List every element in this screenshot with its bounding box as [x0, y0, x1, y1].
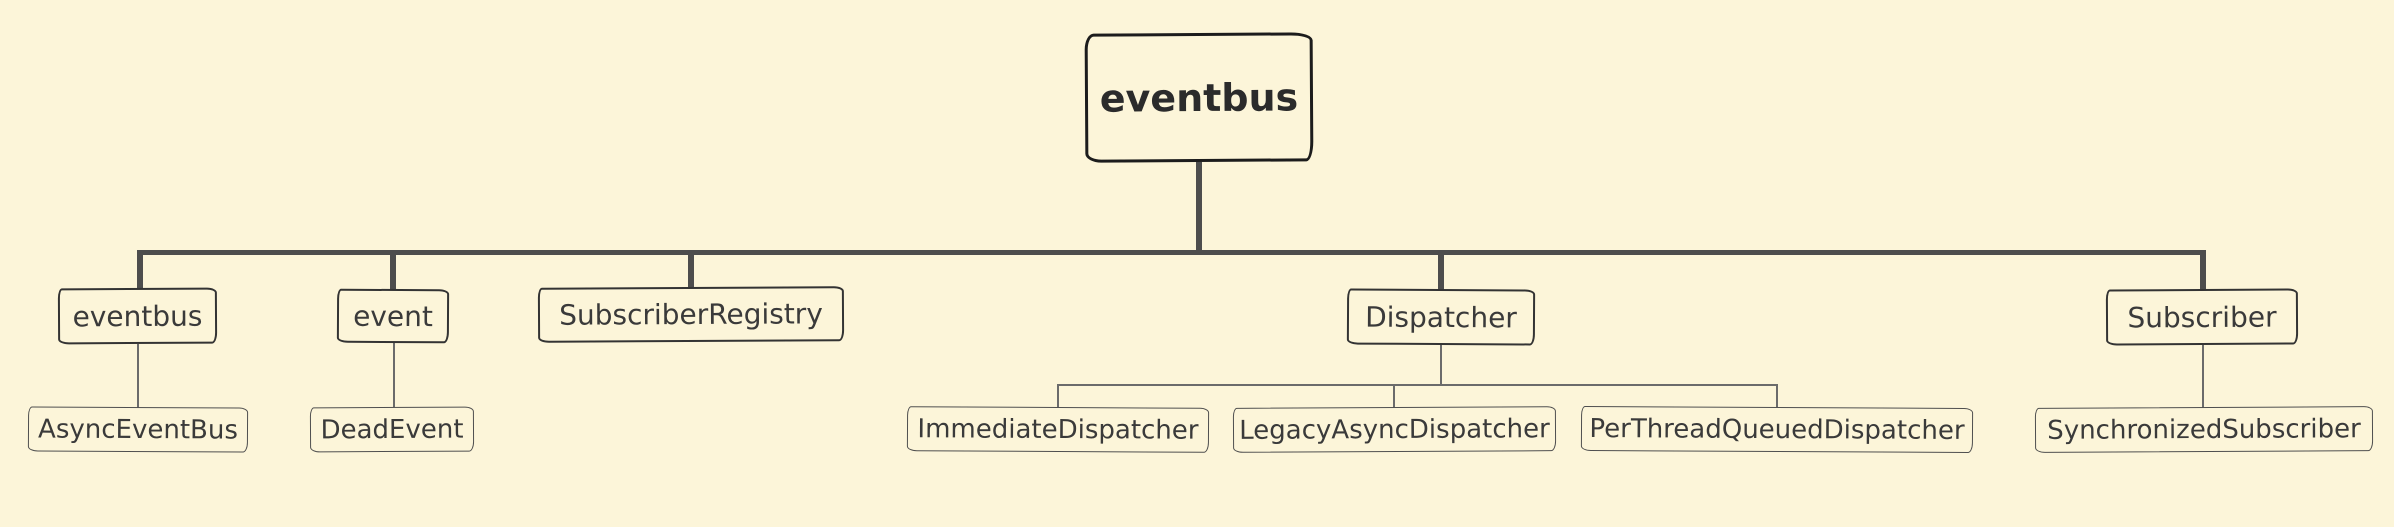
node-subscriber: Subscriber	[2105, 288, 2299, 346]
node-root-eventbus: eventbus	[1084, 32, 1314, 163]
edge-drop-event	[390, 250, 396, 291]
edge-dispatcher-stem	[1440, 345, 1442, 386]
edge-drop-subscriber	[2200, 250, 2206, 291]
node-subscriberregistry: SubscriberRegistry	[537, 286, 845, 343]
node-event: event	[336, 288, 450, 344]
edge-drop-eventbus	[137, 250, 143, 291]
node-legacyasyncdispatcher: LegacyAsyncDispatcher	[1232, 406, 1557, 453]
edge-drop-dispatcher	[1438, 250, 1444, 291]
node-eventbus: eventbus	[57, 287, 218, 345]
node-immediatedispatcher: ImmediateDispatcher	[906, 406, 1210, 453]
node-deadevent: DeadEvent	[309, 406, 475, 453]
edge-level1-bus	[137, 250, 2206, 255]
node-asynceventbus: AsyncEventBus	[27, 406, 249, 453]
edge-drop-subscriberregistry	[688, 250, 694, 289]
edge-subscriber-synchronizedsubscriber	[2202, 345, 2204, 408]
edge-eventbus-asynceventbus	[137, 344, 139, 408]
node-perthreadqueueddispatcher: PerThreadQueuedDispatcher	[1580, 405, 1974, 454]
edge-drop-legacyasyncdispatcher	[1393, 384, 1395, 408]
edge-drop-immediatedispatcher	[1057, 384, 1059, 408]
edge-drop-perthreadqueueddispatcher	[1776, 384, 1778, 408]
edge-root-stem	[1196, 162, 1202, 254]
edge-dispatcher-bus	[1057, 384, 1778, 386]
node-synchronizedsubscriber: SynchronizedSubscriber	[2034, 406, 2374, 453]
node-dispatcher: Dispatcher	[1346, 288, 1536, 346]
edge-event-deadevent	[393, 343, 395, 408]
